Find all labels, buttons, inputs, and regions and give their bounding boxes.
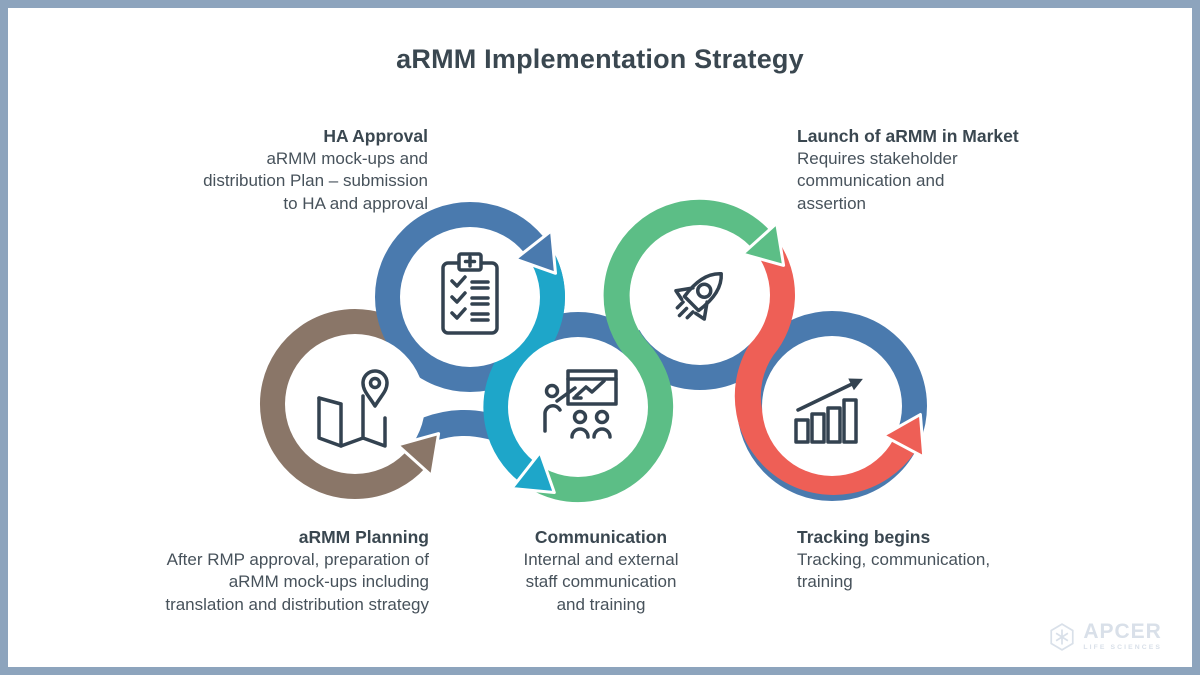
logo-name: APCER <box>1083 620 1162 643</box>
clipboard-checklist-icon <box>441 252 499 335</box>
presentation-training-icon <box>543 369 618 439</box>
cycle-diagram <box>260 199 927 503</box>
ring-planning <box>260 309 426 499</box>
arrowhead-launch <box>741 221 786 267</box>
arrowhead-ha-approval <box>513 229 557 275</box>
step-heading-ha-approval: HA Approval <box>323 126 428 146</box>
rocket-launch-icon <box>674 272 723 321</box>
step-body-planning: After RMP approval, preparation of aRMM … <box>165 549 429 614</box>
ring-launch-green <box>524 199 771 503</box>
ring-communication-teal <box>483 256 565 482</box>
arrowhead-planning <box>396 432 441 478</box>
step-heading-communication: Communication <box>534 527 668 547</box>
arrowhead-tracking <box>881 413 926 459</box>
step-label-launch: Launch of aRMM in Market Requires stakeh… <box>797 125 1107 215</box>
apcer-hexagon-icon <box>1050 622 1074 651</box>
step-heading-planning: aRMM Planning <box>298 527 429 547</box>
step-body-ha-approval: aRMM mock-ups and distribution Plan – su… <box>203 148 428 213</box>
step-heading-tracking: Tracking begins <box>797 527 931 547</box>
step-body-communication: Internal and external staff communicatio… <box>523 549 679 614</box>
step-label-planning: aRMM Planning After RMP approval, prepar… <box>103 526 429 616</box>
ring-tracking-red <box>734 240 916 495</box>
step-heading-launch: Launch of aRMM in Market <box>797 126 1019 146</box>
arrowhead-communication <box>510 450 556 494</box>
map-location-icon <box>317 369 389 448</box>
hub-planning <box>285 334 425 474</box>
growth-chart-icon <box>794 378 863 444</box>
page-title: aRMM Implementation Strategy <box>396 44 804 74</box>
step-label-tracking: Tracking begins Tracking, communication,… <box>797 526 1097 594</box>
step-body-tracking: Tracking, communication, training <box>797 549 991 592</box>
hub-ha-approval <box>400 227 540 367</box>
step-label-communication: Communication Internal and external staf… <box>471 526 731 616</box>
apcer-logo: APCER LIFE SCIENCES <box>1049 620 1162 651</box>
hub-tracking <box>762 336 902 476</box>
step-body-launch: Requires stakeholder communication and a… <box>797 148 958 213</box>
step-label-ha-approval: HA Approval aRMM mock-ups and distributi… <box>138 125 428 215</box>
hub-communication <box>508 337 648 477</box>
logo-subtitle: LIFE SCIENCES <box>1083 644 1162 651</box>
